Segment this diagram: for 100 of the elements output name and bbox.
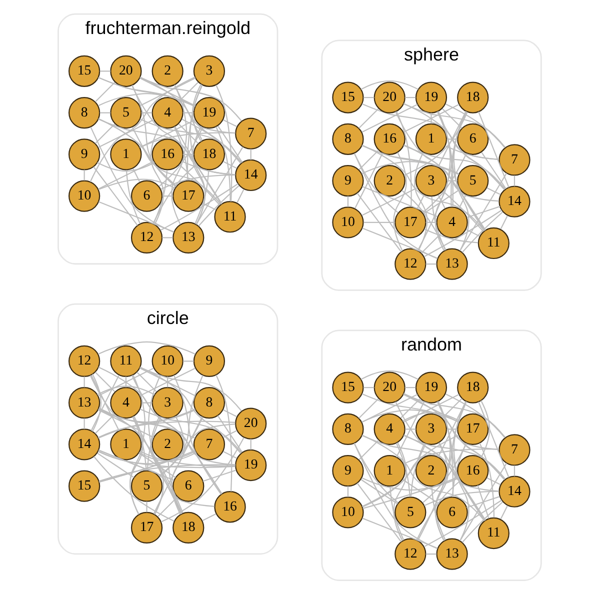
node-circle: 13 <box>172 222 204 254</box>
connector <box>390 486 404 540</box>
node-circle: 5 <box>457 164 489 197</box>
connector <box>431 196 446 250</box>
connector <box>514 175 516 186</box>
connector <box>250 439 252 450</box>
connector <box>140 77 242 122</box>
connector <box>360 80 418 90</box>
node-circle: 17 <box>172 180 204 212</box>
connector <box>477 485 490 519</box>
connector <box>416 480 461 540</box>
node-circle: 18 <box>193 138 226 170</box>
connector <box>158 496 178 517</box>
connector <box>217 415 242 452</box>
connector <box>98 368 154 396</box>
connector <box>354 153 398 214</box>
connector <box>396 401 425 458</box>
connector <box>98 178 176 190</box>
connector <box>160 437 244 522</box>
node-circle: 3 <box>193 55 226 87</box>
connector <box>98 118 236 176</box>
connector <box>396 111 412 207</box>
connector <box>98 424 236 483</box>
connector <box>466 496 500 508</box>
connector <box>98 118 177 186</box>
connector <box>402 479 440 504</box>
connector <box>356 192 402 252</box>
connector <box>360 370 418 380</box>
connector <box>424 228 478 244</box>
node-circle: 15 <box>68 470 100 502</box>
connector <box>174 84 203 141</box>
node-circle: 13 <box>436 538 468 570</box>
connector <box>362 145 499 202</box>
connector <box>132 168 140 182</box>
connector <box>138 452 176 478</box>
node-circle: 8 <box>332 123 364 155</box>
connector <box>363 96 374 98</box>
connector <box>446 428 458 430</box>
connector <box>178 164 220 206</box>
connector <box>158 416 204 477</box>
node-circle: 1 <box>415 123 448 155</box>
connector <box>360 479 398 504</box>
connector <box>358 440 380 460</box>
connector <box>416 194 425 209</box>
node-circle: 3 <box>152 387 184 419</box>
connector <box>445 394 506 438</box>
connector <box>434 401 451 541</box>
node-circle: 20 <box>110 55 142 87</box>
connector <box>358 108 379 129</box>
node-circle: 10 <box>152 345 184 377</box>
connector <box>347 486 349 497</box>
node-circle: 8 <box>193 387 226 419</box>
connector <box>414 152 428 251</box>
connector <box>139 368 196 396</box>
connector <box>362 228 438 259</box>
connector <box>100 70 111 72</box>
connector <box>97 452 134 478</box>
connector <box>395 401 486 520</box>
node-circle: 5 <box>394 496 426 528</box>
connector <box>98 451 196 464</box>
connector <box>146 416 162 471</box>
connector <box>362 476 459 509</box>
connector <box>140 408 242 453</box>
connector <box>442 190 484 232</box>
connector <box>162 237 173 238</box>
connector <box>405 428 416 430</box>
connector <box>174 126 222 204</box>
node-circle: 6 <box>436 496 468 528</box>
connector <box>446 138 458 140</box>
connector <box>136 372 157 392</box>
connector <box>92 374 102 432</box>
connector <box>403 435 506 480</box>
connector <box>223 409 237 418</box>
connector <box>152 164 198 224</box>
node-circle: 20 <box>374 82 406 114</box>
connector <box>354 442 398 504</box>
node-circle: 3 <box>415 164 448 197</box>
connector <box>162 196 174 197</box>
connector <box>403 394 460 423</box>
connector <box>403 103 506 148</box>
connector <box>141 402 152 404</box>
connector <box>402 412 460 422</box>
node-circle: 9 <box>68 138 100 170</box>
node-circle: 11 <box>478 227 510 260</box>
node-circle: 10 <box>332 206 364 238</box>
connector <box>160 174 236 190</box>
connector <box>141 112 152 114</box>
connector <box>130 374 146 515</box>
connector <box>424 210 502 258</box>
connector <box>393 152 407 251</box>
connector <box>403 448 499 464</box>
connector <box>202 202 216 210</box>
connector <box>132 416 182 514</box>
node-circle: 15 <box>332 82 364 114</box>
node-circle: 2 <box>415 454 448 487</box>
connector <box>138 452 197 462</box>
connector <box>445 103 506 148</box>
connector <box>402 190 446 250</box>
node-circle: 11 <box>478 517 510 550</box>
connector <box>153 416 203 514</box>
